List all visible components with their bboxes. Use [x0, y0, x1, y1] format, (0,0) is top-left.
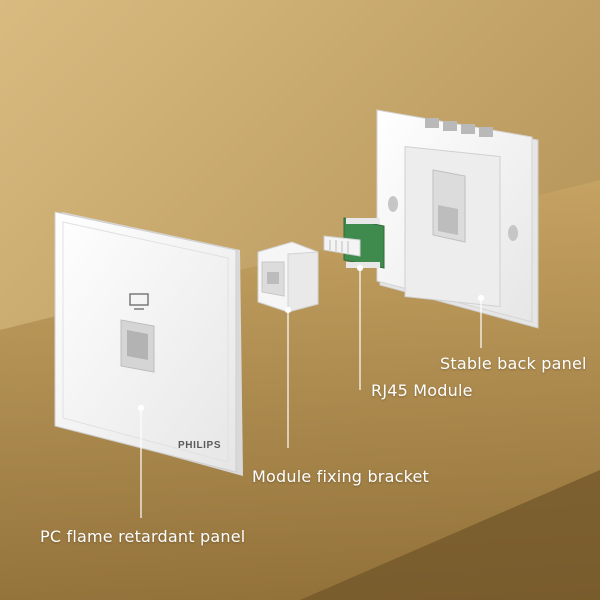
pc-flame-retardant-panel	[54, 211, 243, 476]
label-module-fixing-bracket: Module fixing bracket	[252, 467, 429, 486]
label-pc-flame-retardant-panel: PC flame retardant panel	[40, 527, 246, 546]
label-stable-back-panel: Stable back panel	[440, 354, 587, 373]
label-rj45-module: RJ45 Module	[371, 381, 473, 400]
module-fixing-bracket	[257, 241, 319, 313]
shelf-edge-shadow	[300, 470, 600, 600]
leader-lines	[137, 264, 485, 518]
rj45-module	[323, 217, 385, 269]
stable-back-panel	[376, 109, 539, 329]
brand-logo: PHILIPS	[178, 440, 222, 451]
monitor-icon	[129, 293, 149, 310]
